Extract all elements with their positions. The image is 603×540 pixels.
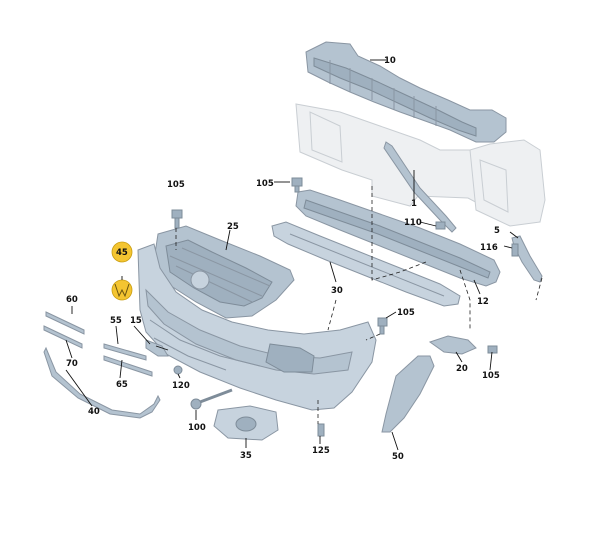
label-1: 1 bbox=[411, 199, 417, 209]
label-35: 35 bbox=[240, 451, 252, 461]
part-5-side-bracket bbox=[511, 235, 543, 283]
part-25-grille bbox=[153, 225, 295, 319]
part-30-energy-absorber bbox=[271, 221, 461, 307]
part-12-reinforcement-bar bbox=[295, 189, 501, 287]
label-100: 100 bbox=[188, 423, 206, 433]
trim-strips bbox=[43, 311, 161, 419]
label-5: 5 bbox=[494, 226, 500, 236]
part-15-trim bbox=[145, 339, 169, 357]
label-10: 10 bbox=[384, 56, 396, 66]
label-40: 40 bbox=[88, 407, 100, 417]
label-12: 12 bbox=[477, 297, 489, 307]
label-120: 120 bbox=[172, 381, 190, 391]
label-50: 50 bbox=[392, 452, 404, 462]
part-50-side-trim bbox=[381, 355, 435, 433]
label-110: 110 bbox=[404, 218, 422, 228]
label-125: 125 bbox=[312, 446, 330, 456]
label-30: 30 bbox=[331, 286, 343, 296]
nut-110 bbox=[435, 221, 446, 230]
part-35-foglamp-cover bbox=[213, 405, 279, 441]
label-25: 25 bbox=[227, 222, 239, 232]
highlight-badge-45 bbox=[111, 241, 133, 263]
part-10-bumper-carrier bbox=[305, 41, 507, 143]
clip-105-mid bbox=[377, 317, 388, 335]
label-105-top-left: 105 bbox=[167, 180, 185, 190]
clip-105-right bbox=[487, 345, 498, 354]
label-65: 65 bbox=[116, 380, 128, 390]
screw-125 bbox=[317, 423, 325, 437]
label-70: 70 bbox=[66, 359, 78, 369]
leader-lines bbox=[65, 59, 519, 451]
part-20-mount-bracket bbox=[428, 335, 477, 355]
clip-105-top-left bbox=[171, 209, 183, 229]
label-105-mid: 105 bbox=[397, 308, 415, 318]
label-60: 60 bbox=[66, 295, 78, 305]
callout-labels: 10 1 105 105 110 5 116 25 45 30 12 60 55… bbox=[66, 56, 500, 462]
label-15: 15 bbox=[130, 316, 142, 326]
bumper-cover bbox=[137, 243, 377, 411]
label-105-top: 105 bbox=[256, 179, 274, 189]
vehicle-body-structure bbox=[295, 103, 546, 227]
fasteners bbox=[171, 177, 519, 437]
part-1-rod bbox=[383, 141, 457, 233]
label-20: 20 bbox=[456, 364, 468, 374]
label-55: 55 bbox=[110, 316, 122, 326]
clip-105-top bbox=[291, 177, 303, 193]
label-116: 116 bbox=[480, 243, 498, 253]
bolt-116 bbox=[511, 243, 519, 257]
dashed-reference-lines bbox=[175, 186, 543, 424]
label-45: 45 bbox=[116, 248, 128, 258]
part-45-emblem bbox=[111, 279, 133, 301]
screw-120 bbox=[173, 365, 183, 375]
label-105-right: 105 bbox=[482, 371, 500, 381]
bolt-100 bbox=[190, 388, 233, 410]
